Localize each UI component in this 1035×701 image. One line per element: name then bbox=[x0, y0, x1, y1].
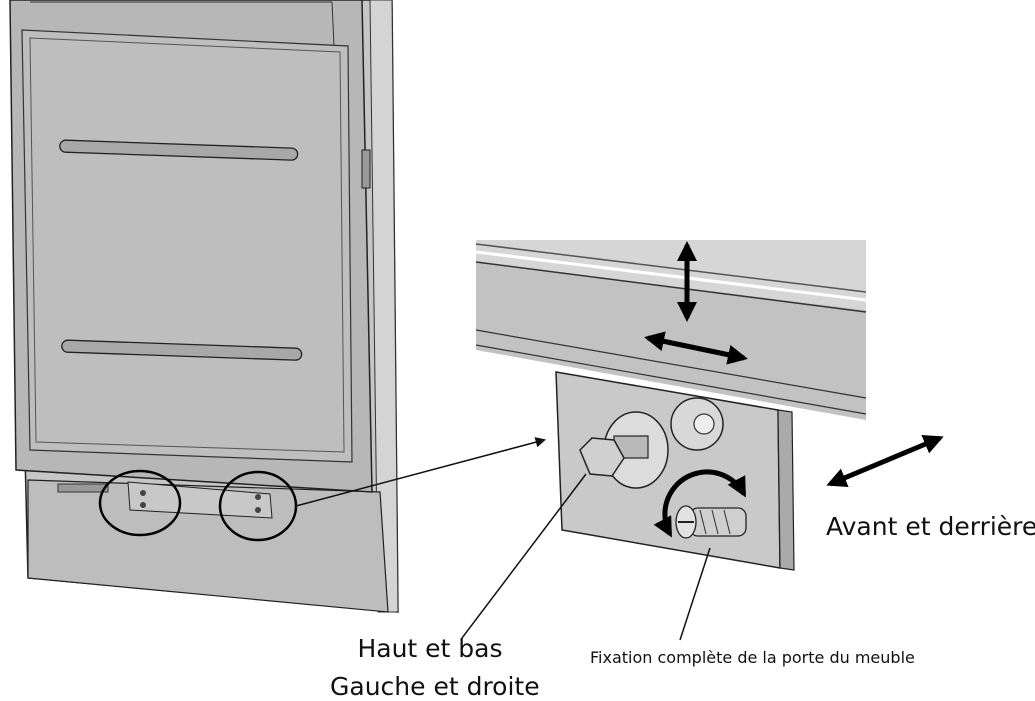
cabinet-door bbox=[9, 0, 373, 493]
lower-handle bbox=[61, 339, 303, 361]
zoom-pointer-line bbox=[295, 437, 547, 507]
double-arrow-horizontal-icon bbox=[644, 331, 748, 365]
label-front-back: Avant et derrière bbox=[826, 512, 1035, 541]
label-full-fix: Fixation complète de la porte du meuble bbox=[590, 648, 915, 667]
label-left-right: Gauche et droite bbox=[330, 672, 540, 701]
slotted-screw bbox=[675, 505, 747, 539]
leader-full-fix bbox=[679, 547, 711, 641]
hinge-plates bbox=[57, 481, 273, 519]
double-arrow-diagonal-icon bbox=[826, 434, 944, 488]
rotate-arrow-icon bbox=[653, 469, 747, 538]
leader-up-down bbox=[461, 473, 587, 639]
upper-handle bbox=[59, 139, 299, 161]
hinge-circle-left bbox=[98, 469, 182, 537]
hex-bolt bbox=[579, 437, 625, 477]
zoom-detail bbox=[475, 240, 867, 571]
label-up-down: Haut et bas bbox=[357, 634, 503, 663]
